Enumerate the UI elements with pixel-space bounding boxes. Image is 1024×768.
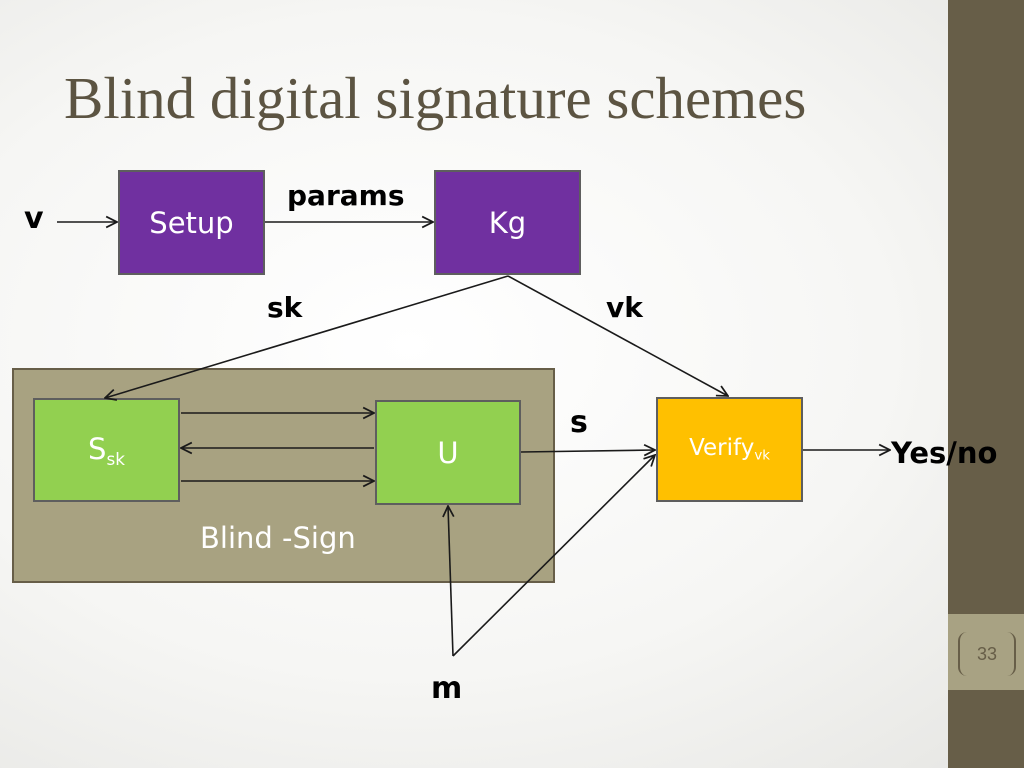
output-label: Yes/no [891, 436, 998, 470]
setup-label: Setup [149, 205, 234, 240]
blind-sign-label: Blind -Sign [200, 521, 356, 555]
message-label: m [431, 671, 463, 706]
user-label: U [437, 435, 459, 470]
params-label: params [287, 179, 405, 212]
verify-label-subscript: vk [754, 448, 770, 464]
signer-label-main: S [88, 431, 107, 466]
arrow-kg-to-verify [507, 275, 728, 396]
kg-box: Kg [434, 170, 581, 275]
signer-label-subscript: sk [106, 448, 125, 469]
arrow-kg-to-signer [105, 275, 509, 398]
input-label: v [24, 201, 44, 236]
verify-label: Verifyvk [689, 435, 770, 464]
user-box: U [375, 400, 521, 505]
page-number-tab [948, 614, 1024, 690]
slide-title: Blind digital signature schemes [64, 65, 807, 131]
verify-label-main: Verify [689, 435, 755, 462]
kg-label: Kg [488, 205, 527, 240]
arrow-user-to-verify [520, 450, 655, 452]
arrow-message-to-user [448, 506, 453, 657]
signer-label: Ssk [88, 432, 125, 469]
page-number: 33 [958, 632, 1016, 676]
setup-box: Setup [118, 170, 265, 275]
verify-box: Verifyvk [656, 397, 803, 502]
vk-label: vk [606, 291, 643, 324]
signer-box: Ssk [33, 398, 180, 502]
sk-label: sk [267, 291, 303, 324]
arrow-message-to-verify [452, 455, 655, 657]
signature-label: s [570, 405, 588, 440]
